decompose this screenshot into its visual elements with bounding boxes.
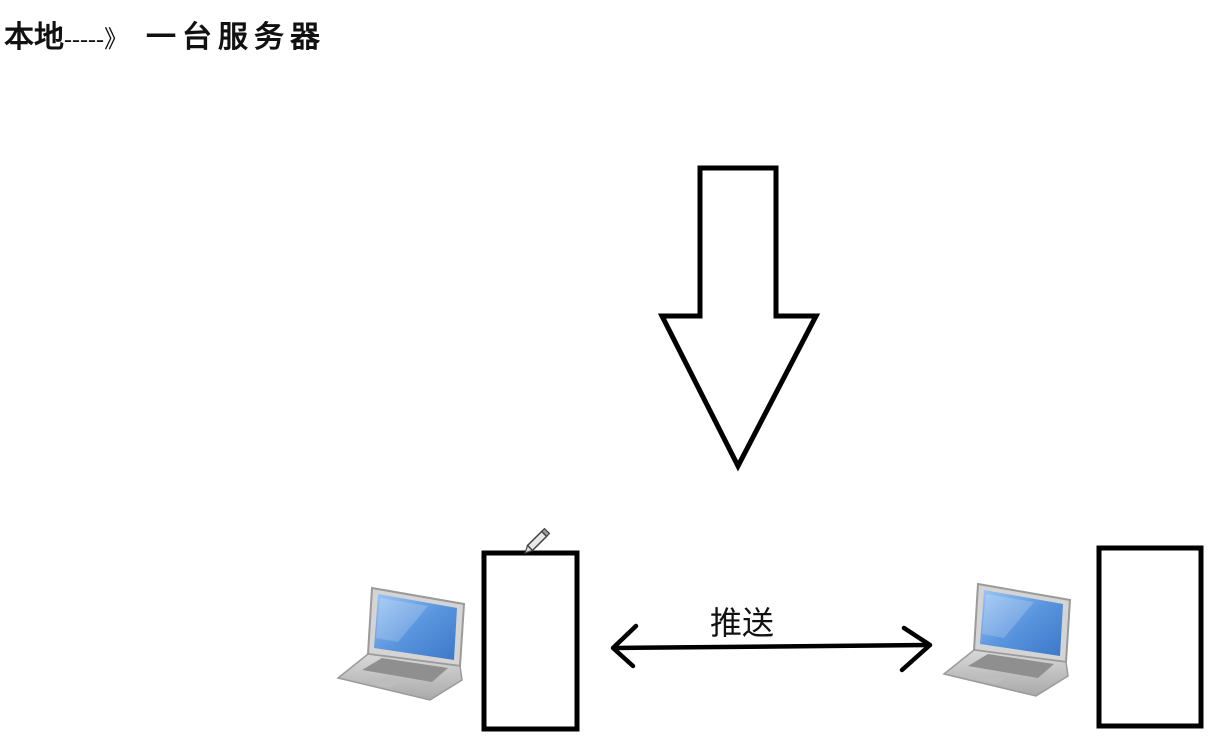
document-box-icon xyxy=(484,553,577,729)
laptop-icon xyxy=(944,584,1070,696)
document-box-icon xyxy=(1099,548,1201,726)
down-arrow-icon xyxy=(662,168,816,466)
laptop-icon xyxy=(338,588,464,700)
push-label: 推送 xyxy=(710,598,774,644)
